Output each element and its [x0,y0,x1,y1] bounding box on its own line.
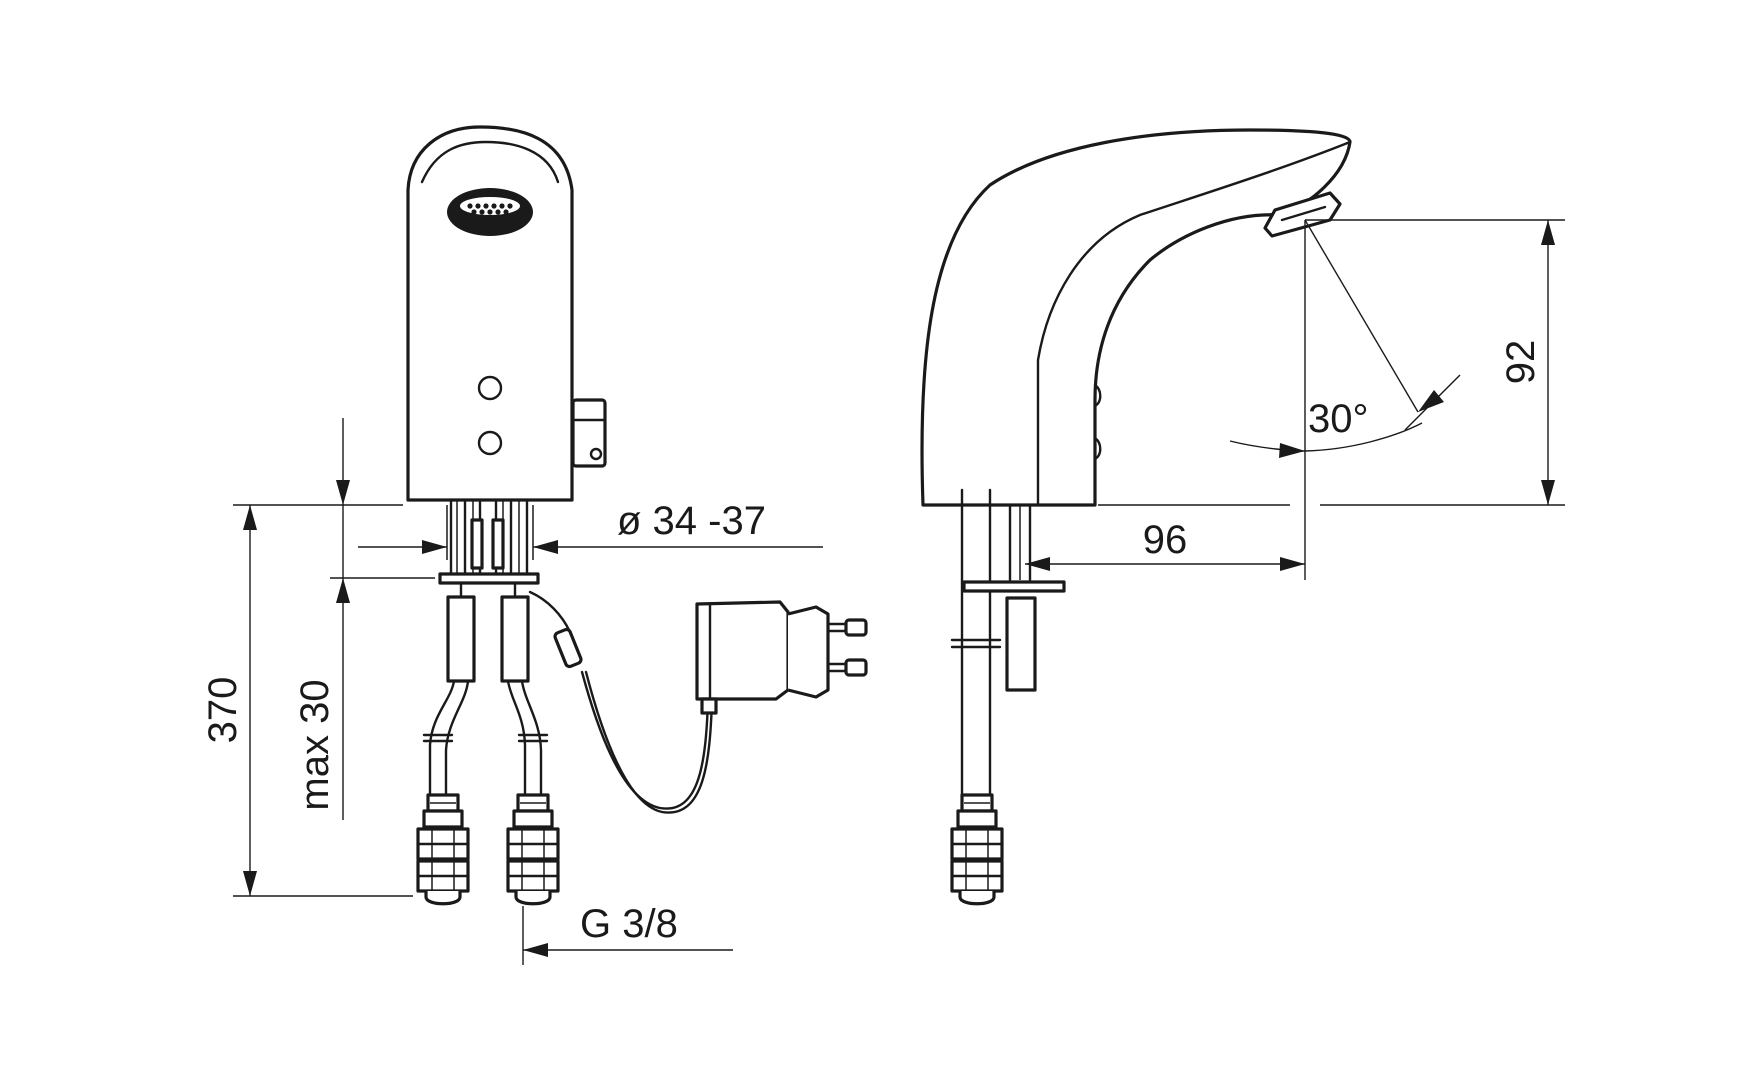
front-view-body [406,125,574,502]
side-view-mounting-plate [962,580,1066,593]
side-view-dimensions: 92 96 30° [1025,219,1565,580]
dim-diameter-label: ø 34 -37 [617,499,766,543]
side-view-spout-body [920,128,1352,507]
hose-fitting-left [416,793,470,906]
power-adapter [695,600,868,715]
dim-thread-label: G 3/8 [580,902,678,946]
sensor-window-upper [477,375,503,401]
front-view-top-curve [420,140,560,184]
side-view-sensor [1263,191,1342,238]
dim-max30-label: max 30 [293,679,337,810]
sensor-window-lower [477,430,503,456]
flex-hose-left [428,679,470,797]
flex-hose-right [506,679,543,797]
hose-connector-left [446,595,476,683]
dim-angle-label: 30° [1308,397,1369,441]
hose-fitting-right [506,793,560,906]
hose-connector-right [500,595,530,683]
aerator-outlet [447,188,533,236]
front-view-shank [449,498,529,577]
dim-370-label: 370 [201,677,245,744]
front-view [406,125,868,906]
front-view-dimensions: 370 max 30 ø 34 -37 G 3/8 [201,418,823,965]
temperature-knob [571,398,607,468]
side-view-connector [1005,596,1037,692]
cable-connector [553,627,583,669]
dim-96-label: 96 [1143,518,1188,562]
front-view-mounting-plate [438,572,540,585]
dim-92-label: 92 [1499,340,1543,385]
power-cable [528,590,572,634]
side-view-fitting [950,793,1004,906]
side-view [920,128,1352,906]
